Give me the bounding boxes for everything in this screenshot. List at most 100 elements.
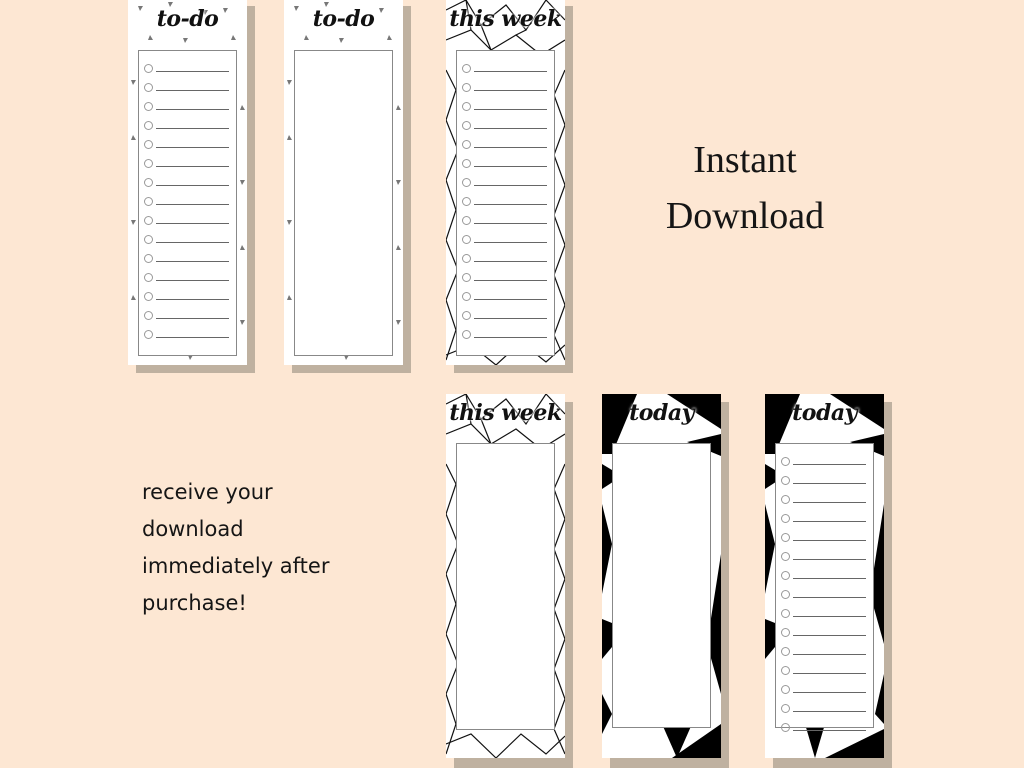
checkbox-circle-icon[interactable] [462,235,471,244]
checklist-row[interactable] [781,723,866,733]
checklist-row[interactable] [781,552,866,562]
checklist-row[interactable] [144,311,229,321]
checkbox-circle-icon[interactable] [781,476,790,485]
checkbox-circle-icon[interactable] [144,159,153,168]
checkbox-circle-icon[interactable] [144,83,153,92]
checklist-row[interactable] [462,178,547,188]
this-week-checklist-card[interactable]: this week [446,0,565,365]
blank-box[interactable] [612,443,711,728]
checklist-row[interactable] [462,235,547,245]
checklist-row[interactable] [144,178,229,188]
checkbox-circle-icon[interactable] [144,311,153,320]
checklist-row[interactable] [462,121,547,131]
checkbox-circle-icon[interactable] [144,292,153,301]
checklist-row[interactable] [462,102,547,112]
checkbox-circle-icon[interactable] [462,102,471,111]
checklist-row[interactable] [144,216,229,226]
checklist-row[interactable] [462,140,547,150]
checklist-row[interactable] [781,533,866,543]
checklist-row[interactable] [462,273,547,283]
checkbox-circle-icon[interactable] [462,64,471,73]
checklist-row[interactable] [462,311,547,321]
checklist-row[interactable] [462,64,547,74]
checkbox-circle-icon[interactable] [781,457,790,466]
checkbox-circle-icon[interactable] [462,83,471,92]
blank-box[interactable] [456,443,555,730]
checklist-box[interactable] [138,50,237,356]
this-week-blank-card[interactable]: this week [446,394,565,758]
checklist-row[interactable] [462,197,547,207]
checklist-row[interactable] [781,685,866,695]
checklist-row[interactable] [781,609,866,619]
checklist-row[interactable] [781,647,866,657]
checklist-row[interactable] [462,159,547,169]
checklist-row[interactable] [462,254,547,264]
checkbox-circle-icon[interactable] [462,292,471,301]
todo-blank-card[interactable]: to-do [284,0,403,365]
checklist-row[interactable] [144,273,229,283]
checklist-row[interactable] [781,590,866,600]
checkbox-circle-icon[interactable] [462,330,471,339]
checkbox-circle-icon[interactable] [462,216,471,225]
checklist-row[interactable] [144,121,229,131]
checkbox-circle-icon[interactable] [781,590,790,599]
checkbox-circle-icon[interactable] [781,685,790,694]
today-blank-card[interactable]: today [602,394,721,758]
checklist-row[interactable] [144,83,229,93]
checkbox-circle-icon[interactable] [462,140,471,149]
checkbox-circle-icon[interactable] [144,254,153,263]
checklist-row[interactable] [462,330,547,340]
checklist-row[interactable] [144,140,229,150]
checkbox-circle-icon[interactable] [781,666,790,675]
checklist-row[interactable] [144,235,229,245]
checkbox-circle-icon[interactable] [781,704,790,713]
checkbox-circle-icon[interactable] [462,254,471,263]
checkbox-circle-icon[interactable] [462,178,471,187]
checklist-row[interactable] [781,571,866,581]
checklist-row[interactable] [781,495,866,505]
checkbox-circle-icon[interactable] [144,121,153,130]
checklist-row[interactable] [462,83,547,93]
checklist-row[interactable] [462,292,547,302]
checklist-row[interactable] [781,628,866,638]
today-checklist-card[interactable]: today [765,394,884,758]
checkbox-circle-icon[interactable] [781,723,790,732]
checkbox-circle-icon[interactable] [781,647,790,656]
checklist-row[interactable] [144,159,229,169]
checkbox-circle-icon[interactable] [781,628,790,637]
checklist-row[interactable] [462,216,547,226]
checkbox-circle-icon[interactable] [781,552,790,561]
checklist-box[interactable] [456,50,555,356]
checklist-row[interactable] [144,197,229,207]
blank-box[interactable] [294,50,393,356]
checkbox-circle-icon[interactable] [144,140,153,149]
checkbox-circle-icon[interactable] [462,121,471,130]
checkbox-circle-icon[interactable] [144,178,153,187]
checkbox-circle-icon[interactable] [462,197,471,206]
todo-checklist-card[interactable]: to-do [128,0,247,365]
checklist-row[interactable] [781,704,866,714]
checklist-row[interactable] [144,330,229,340]
checklist-row[interactable] [144,254,229,264]
checkbox-circle-icon[interactable] [144,64,153,73]
checklist-row[interactable] [781,476,866,486]
checkbox-circle-icon[interactable] [144,216,153,225]
checkbox-circle-icon[interactable] [781,495,790,504]
checkbox-circle-icon[interactable] [144,330,153,339]
checkbox-circle-icon[interactable] [462,159,471,168]
checkbox-circle-icon[interactable] [462,311,471,320]
checkbox-circle-icon[interactable] [144,235,153,244]
checkbox-circle-icon[interactable] [144,273,153,282]
checkbox-circle-icon[interactable] [144,197,153,206]
checklist-row[interactable] [781,514,866,524]
checkbox-circle-icon[interactable] [781,533,790,542]
checkbox-circle-icon[interactable] [144,102,153,111]
checklist-row[interactable] [144,102,229,112]
checkbox-circle-icon[interactable] [781,609,790,618]
checklist-row[interactable] [144,64,229,74]
checkbox-circle-icon[interactable] [781,514,790,523]
checkbox-circle-icon[interactable] [462,273,471,282]
checklist-row[interactable] [781,666,866,676]
checklist-row[interactable] [144,292,229,302]
checkbox-circle-icon[interactable] [781,571,790,580]
